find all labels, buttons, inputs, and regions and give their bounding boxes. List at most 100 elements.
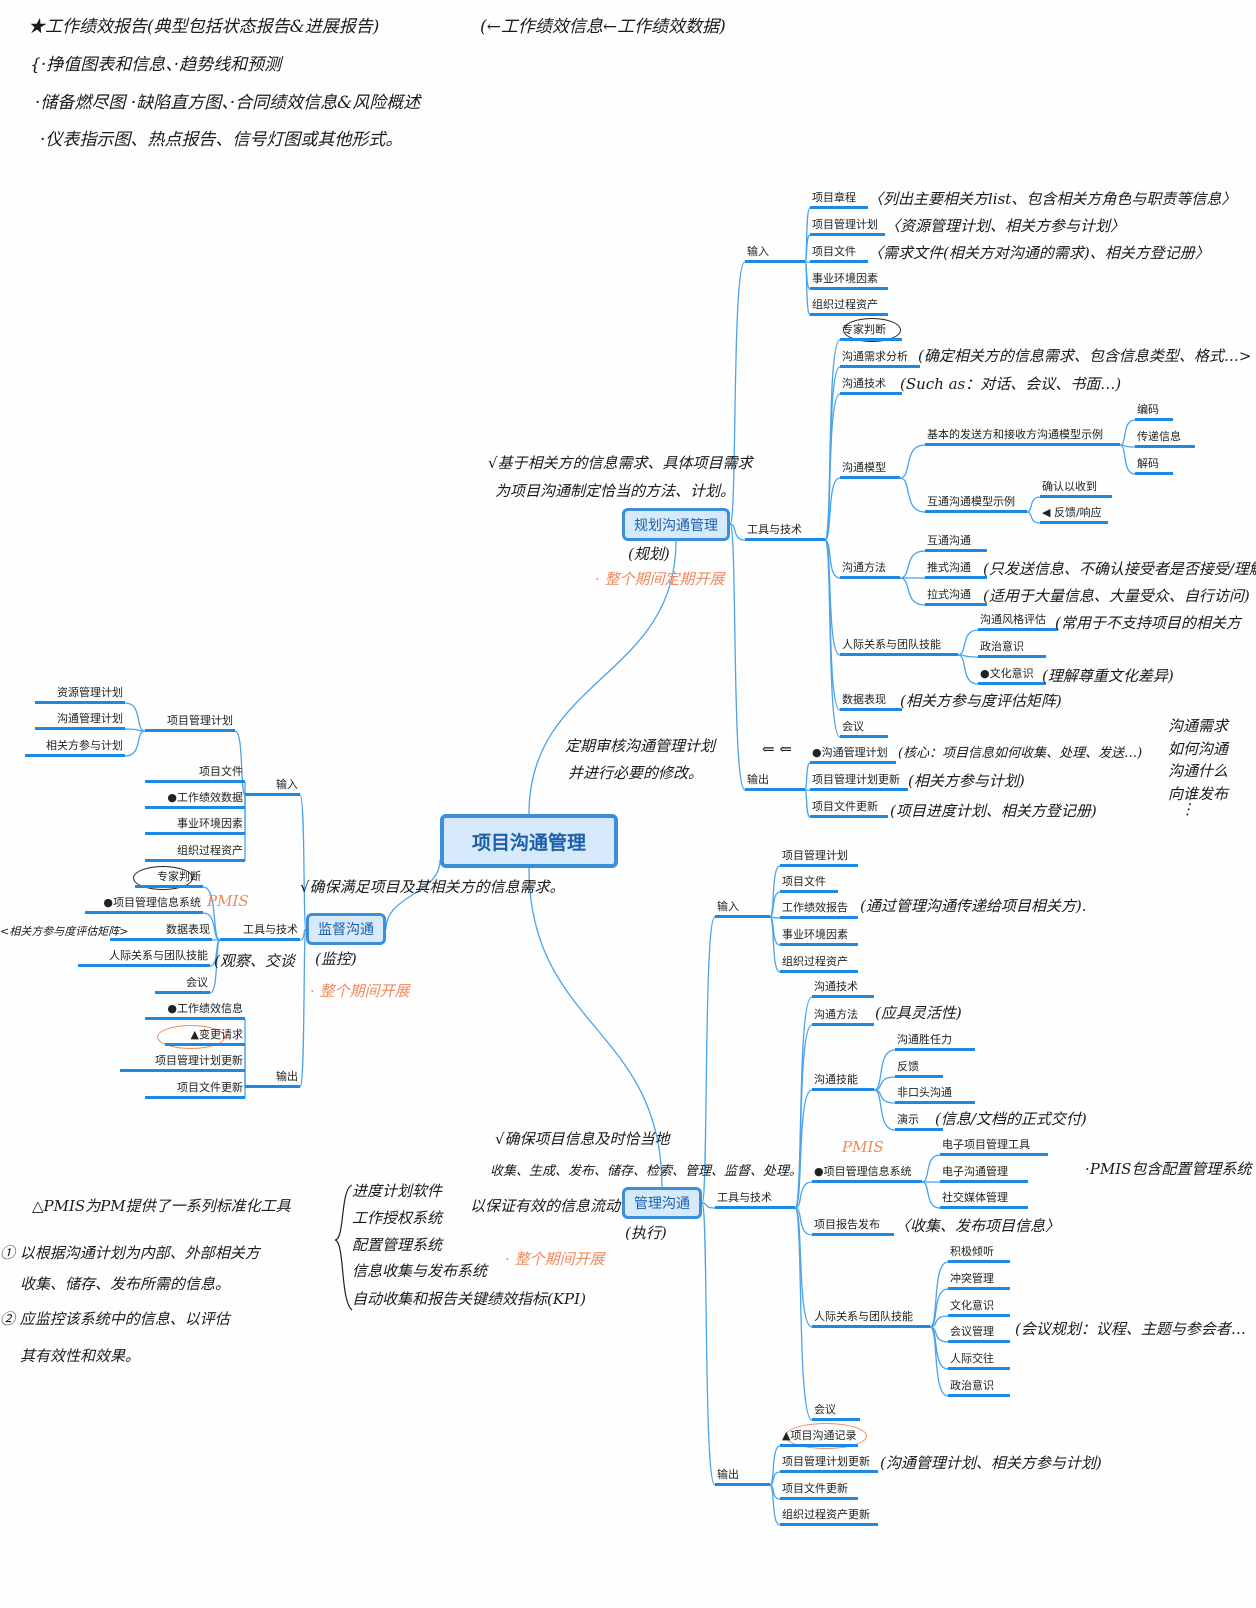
node-p-tt4b[interactable]: 互通沟通模型示例 <box>925 495 1027 513</box>
node-p-tt4a1[interactable]: 编码 <box>1135 403 1173 421</box>
node-m-out1[interactable]: ▲项目沟通记录 <box>780 1429 858 1447</box>
node-p-tt2[interactable]: 沟通需求分析 <box>840 350 920 368</box>
branch-monitor-communications[interactable]: 监督沟通 <box>306 913 386 945</box>
node-c-in1a[interactable]: 资源管理计划 <box>35 686 125 704</box>
node-m-tt[interactable]: 工具与技术 <box>715 1191 795 1209</box>
node-p-tt6[interactable]: 人际关系与团队技能 <box>840 638 958 656</box>
node-p-tt4a3[interactable]: 解码 <box>1135 457 1173 475</box>
node-c-in4[interactable]: 事业环境因素 <box>145 817 245 835</box>
node-p-in2[interactable]: 项目管理计划 <box>810 218 885 236</box>
node-c-tt5[interactable]: 会议 <box>155 976 210 994</box>
node-p-tt8[interactable]: 会议 <box>840 720 888 738</box>
node-m-tt1[interactable]: 沟通技术 <box>812 980 874 998</box>
branch-manage-communications[interactable]: 管理沟通 <box>622 1187 702 1219</box>
root-node[interactable]: 项目沟通管理 <box>440 814 618 868</box>
node-m-tt6b[interactable]: 冲突管理 <box>948 1272 1010 1290</box>
connector <box>929 1326 949 1370</box>
node-p-tt4b1[interactable]: 确认以收到 <box>1040 480 1112 498</box>
node-m-in3[interactable]: 工作绩效报告 <box>780 901 858 919</box>
node-m-out[interactable]: 输出 <box>715 1468 770 1486</box>
branch-plan-communications[interactable]: 规划沟通管理 <box>622 508 730 541</box>
node-m-tt6d[interactable]: 会议管理 <box>948 1325 1010 1343</box>
node-m-tt3c[interactable]: 非口头沟通 <box>895 1086 975 1104</box>
annotation-r1: 〈列出主要相关方list、包含相关方角色与职责等信息〉 <box>868 190 1237 208</box>
node-m-tt4[interactable]: ●项目管理信息系统 <box>812 1165 922 1183</box>
node-m-in1[interactable]: 项目管理计划 <box>780 849 858 867</box>
node-c-in[interactable]: 输入 <box>245 778 300 796</box>
node-p-tt1[interactable]: 专家判断 <box>840 323 902 341</box>
node-c-in1c[interactable]: 相关方参与计划 <box>25 739 125 757</box>
node-m-in4[interactable]: 事业环境因素 <box>780 928 858 946</box>
connector <box>385 859 441 930</box>
node-p-tt5c[interactable]: 拉式沟通 <box>925 588 987 606</box>
connector <box>899 444 926 479</box>
node-m-tt4c[interactable]: 社交媒体管理 <box>940 1191 1028 1209</box>
node-p-tt4[interactable]: 沟通模型 <box>840 461 900 479</box>
node-p-out1[interactable]: ●沟通管理计划 <box>810 746 896 764</box>
node-p-tt5[interactable]: 沟通方法 <box>840 561 900 579</box>
node-m-tt3b[interactable]: 反馈 <box>895 1060 943 1078</box>
node-p-tt4a2[interactable]: 传递信息 <box>1135 430 1195 448</box>
node-m-in5[interactable]: 组织过程资产 <box>780 955 858 973</box>
node-m-out2[interactable]: 项目管理计划更新 <box>780 1455 878 1473</box>
node-p-in3[interactable]: 项目文件 <box>810 245 868 263</box>
node-c-out4[interactable]: 项目文件更新 <box>145 1081 245 1099</box>
node-m-tt3d[interactable]: 演示 <box>895 1113 943 1131</box>
node-m-tt6c[interactable]: 文化意识 <box>948 1299 1010 1317</box>
node-p-in5[interactable]: 组织过程资产 <box>810 298 888 316</box>
connector <box>921 1154 941 1183</box>
node-m-tt4b[interactable]: 电子沟通管理 <box>940 1165 1028 1183</box>
node-p-tt4a[interactable]: 基本的发送方和接收方沟通模型示例 <box>925 428 1120 446</box>
node-m-tt6f[interactable]: 政治意识 <box>948 1379 1010 1397</box>
annotation-top3: {·挣值图表和信息、·趋势线和预测 <box>30 55 282 75</box>
node-c-tt2[interactable]: ●项目管理信息系统 <box>85 896 203 914</box>
node-p-in1[interactable]: 项目章程 <box>810 191 868 209</box>
node-m-tt4a[interactable]: 电子项目管理工具 <box>940 1138 1048 1156</box>
node-c-out3[interactable]: 项目管理计划更新 <box>120 1054 245 1072</box>
node-c-tt3[interactable]: 数据表现 <box>110 923 212 941</box>
node-c-in2[interactable]: 项目文件 <box>145 765 245 783</box>
node-m-tt3[interactable]: 沟通技能 <box>812 1073 874 1091</box>
node-m-tt3a[interactable]: 沟通胜任力 <box>895 1033 975 1051</box>
node-p-tt6c[interactable]: ●文化意识 <box>978 667 1046 685</box>
node-p-tt4b2[interactable]: ◀ 反馈/响应 <box>1040 506 1108 524</box>
node-c-tt4[interactable]: 人际关系与团队技能 <box>78 949 210 967</box>
node-m-tt7[interactable]: 会议 <box>812 1403 860 1421</box>
node-p-tt6a[interactable]: 沟通风格评估 <box>978 613 1058 631</box>
node-p-tt5b[interactable]: 推式沟通 <box>925 561 987 579</box>
connector <box>701 1202 716 1486</box>
node-m-out4[interactable]: 组织过程资产更新 <box>780 1508 878 1526</box>
node-m-tt5[interactable]: 项目报告发布 <box>812 1218 894 1236</box>
node-m-in[interactable]: 输入 <box>715 900 770 918</box>
node-p-in[interactable]: 输入 <box>745 245 805 263</box>
node-c-tt[interactable]: 工具与技术 <box>220 923 300 941</box>
node-m-out3[interactable]: 项目文件更新 <box>780 1482 858 1500</box>
node-p-tt3[interactable]: 沟通技术 <box>840 377 902 395</box>
node-p-tt[interactable]: 工具与技术 <box>745 523 825 541</box>
node-c-tt1[interactable]: 专家判断 <box>135 870 203 888</box>
node-c-out[interactable]: 输出 <box>245 1070 300 1088</box>
annotation-man4: (执行) <box>625 1224 667 1242</box>
node-c-in1b[interactable]: 沟通管理计划 <box>35 712 125 730</box>
node-c-out1[interactable]: ●工作绩效信息 <box>145 1002 245 1020</box>
node-c-out2[interactable]: ▲变更请求 <box>165 1028 245 1046</box>
node-m-tt2[interactable]: 沟通方法 <box>812 1008 874 1026</box>
node-c-in3[interactable]: ●工作绩效数据 <box>145 791 245 809</box>
node-c-in5[interactable]: 组织过程资产 <box>145 844 245 862</box>
node-m-tt6[interactable]: 人际关系与团队技能 <box>812 1310 930 1328</box>
node-m-in2[interactable]: 项目文件 <box>780 875 838 893</box>
node-p-out[interactable]: 输出 <box>745 773 805 791</box>
connector <box>873 1049 896 1091</box>
node-p-tt7[interactable]: 数据表现 <box>840 693 902 711</box>
node-p-out3[interactable]: 项目文件更新 <box>810 800 888 818</box>
node-p-in4[interactable]: 事业环境因素 <box>810 272 888 290</box>
node-c-in1[interactable]: 项目管理计划 <box>145 714 235 732</box>
node-m-tt6a[interactable]: 积极倾听 <box>948 1245 1010 1263</box>
node-p-tt6b[interactable]: 政治意识 <box>978 640 1046 658</box>
annotation-top2: (←工作绩效信息←工作绩效数据) <box>480 17 726 37</box>
node-p-out2[interactable]: 项目管理计划更新 <box>810 773 908 791</box>
annotation-top5: ·仪表指示图、热点报告、信号灯图或其他形式。 <box>40 130 403 150</box>
node-p-tt5a[interactable]: 互通沟通 <box>925 534 987 552</box>
node-m-tt6e[interactable]: 人际交往 <box>948 1352 1010 1370</box>
